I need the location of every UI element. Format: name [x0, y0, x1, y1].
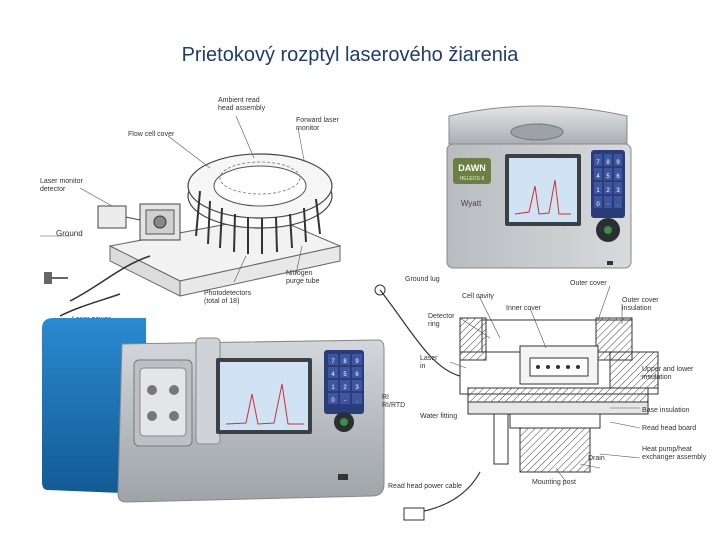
- label-ri-rtd: RI RI/RTD: [382, 394, 406, 409]
- keypad-key-label: 5: [606, 174, 610, 180]
- keypad-key: [614, 168, 622, 180]
- label-photodetectors: Photodetectors (total of 18): [204, 290, 252, 305]
- keypad-key: [352, 367, 362, 378]
- label-read-head-board: Read head board: [642, 425, 697, 432]
- keypad-key: [352, 393, 362, 404]
- keypad-key-label: 3: [355, 385, 359, 391]
- keypad-key-label: 7: [331, 359, 335, 365]
- keypad-key-label: 9: [355, 359, 359, 365]
- label-laser-in: Laser in: [420, 355, 438, 370]
- keypad-key: [614, 182, 622, 194]
- wyatt-logo: Wyatt: [461, 199, 482, 208]
- keypad-key-label: 2: [343, 385, 347, 391]
- label-read-head-power-cable: Read head power cable: [388, 483, 462, 490]
- keypad-key-label: .: [617, 202, 619, 208]
- keypad-key: [352, 380, 362, 391]
- label-detector-ring: Detector ring: [428, 313, 455, 328]
- keypad-key: [594, 168, 602, 180]
- keypad-key: [328, 367, 338, 378]
- keypad-key-label: 4: [596, 174, 600, 180]
- label-ground: Ground: [56, 229, 83, 238]
- keypad-key-label: 1: [596, 188, 600, 194]
- label-outer-cover-insulation: Outer cover insulation: [622, 297, 659, 312]
- label-heat-pump: Heat pump/heat exchanger assembly: [642, 446, 707, 461]
- label-inner-cover: Inner cover: [506, 305, 542, 312]
- keypad-key: [340, 380, 350, 391]
- label-forward-laser-monitor: Forward laser monitor: [296, 117, 339, 132]
- label-nitrogen-purge: Nitrogen purge tube: [286, 270, 320, 285]
- label-outer-cover: Outer cover: [570, 280, 607, 287]
- keypad-key: [614, 196, 622, 208]
- label-upper-lower-insulation: Upper and lower insulation: [642, 366, 694, 381]
- read-head-cross-section: [374, 284, 660, 521]
- keypad-key: [328, 354, 338, 365]
- keypad-key-label: 0: [596, 202, 600, 208]
- keypad-key-label: 3: [616, 188, 620, 194]
- label-drain: Drain: [588, 455, 605, 462]
- keypad-key-label: -: [344, 398, 346, 404]
- keypad-key-label: 4: [331, 372, 335, 378]
- keypad-key: [328, 380, 338, 391]
- keypad-key: [604, 168, 612, 180]
- keypad-key: [352, 354, 362, 365]
- keypad-key-label: 6: [355, 372, 359, 378]
- keypad-key: [340, 393, 350, 404]
- keypad-key: [594, 182, 602, 194]
- keypad-key-label: .: [356, 398, 358, 404]
- keypad-key: [604, 154, 612, 166]
- label-flow-cell-cover: Flow cell cover: [128, 131, 175, 138]
- keypad-key-label: 8: [343, 359, 347, 365]
- brand-subtext: HELEOS-II: [460, 176, 485, 182]
- keypad-key-label: -: [607, 202, 609, 208]
- keypad-key: [614, 154, 622, 166]
- keypad-key-label: 1: [331, 385, 335, 391]
- label-cell-cavity: Cell cavity: [462, 293, 494, 300]
- keypad-key-label: 8: [606, 160, 610, 166]
- keypad-key: [604, 196, 612, 208]
- keypad-key: [594, 196, 602, 208]
- keypad-key-label: 2: [606, 188, 610, 194]
- label-base-insulation: Base insulation: [642, 407, 690, 414]
- keypad-key: [328, 393, 338, 404]
- keypad-key: [340, 354, 350, 365]
- label-ground-lug: Ground lug: [405, 276, 440, 283]
- label-mounting-post: Mounting post: [532, 479, 576, 486]
- keypad-key-label: 5: [343, 372, 347, 378]
- keypad-key: [604, 182, 612, 194]
- label-water-fitting: Water fitting: [420, 413, 458, 420]
- keypad-key-label: 6: [616, 174, 620, 180]
- instrument-bottom-photo: 7 8 9 4 5 6 1 2 3 0 -.: [42, 318, 385, 503]
- read-head-exploded-diagram: [40, 115, 342, 317]
- keypad-key: [594, 154, 602, 166]
- label-ambient-read-head: Ambient read head assembly: [218, 97, 266, 112]
- keypad-key: [340, 367, 350, 378]
- keypad-key-label: 0: [331, 398, 335, 404]
- keypad-key-label: 9: [616, 160, 620, 166]
- keypad-key-label: 7: [596, 160, 600, 166]
- brand-text: DAWN: [458, 163, 486, 173]
- label-laser-monitor-detector: Laser monitor detector: [40, 178, 83, 193]
- slide-title: Prietokový rozptyl laserového žiarenia: [181, 44, 519, 66]
